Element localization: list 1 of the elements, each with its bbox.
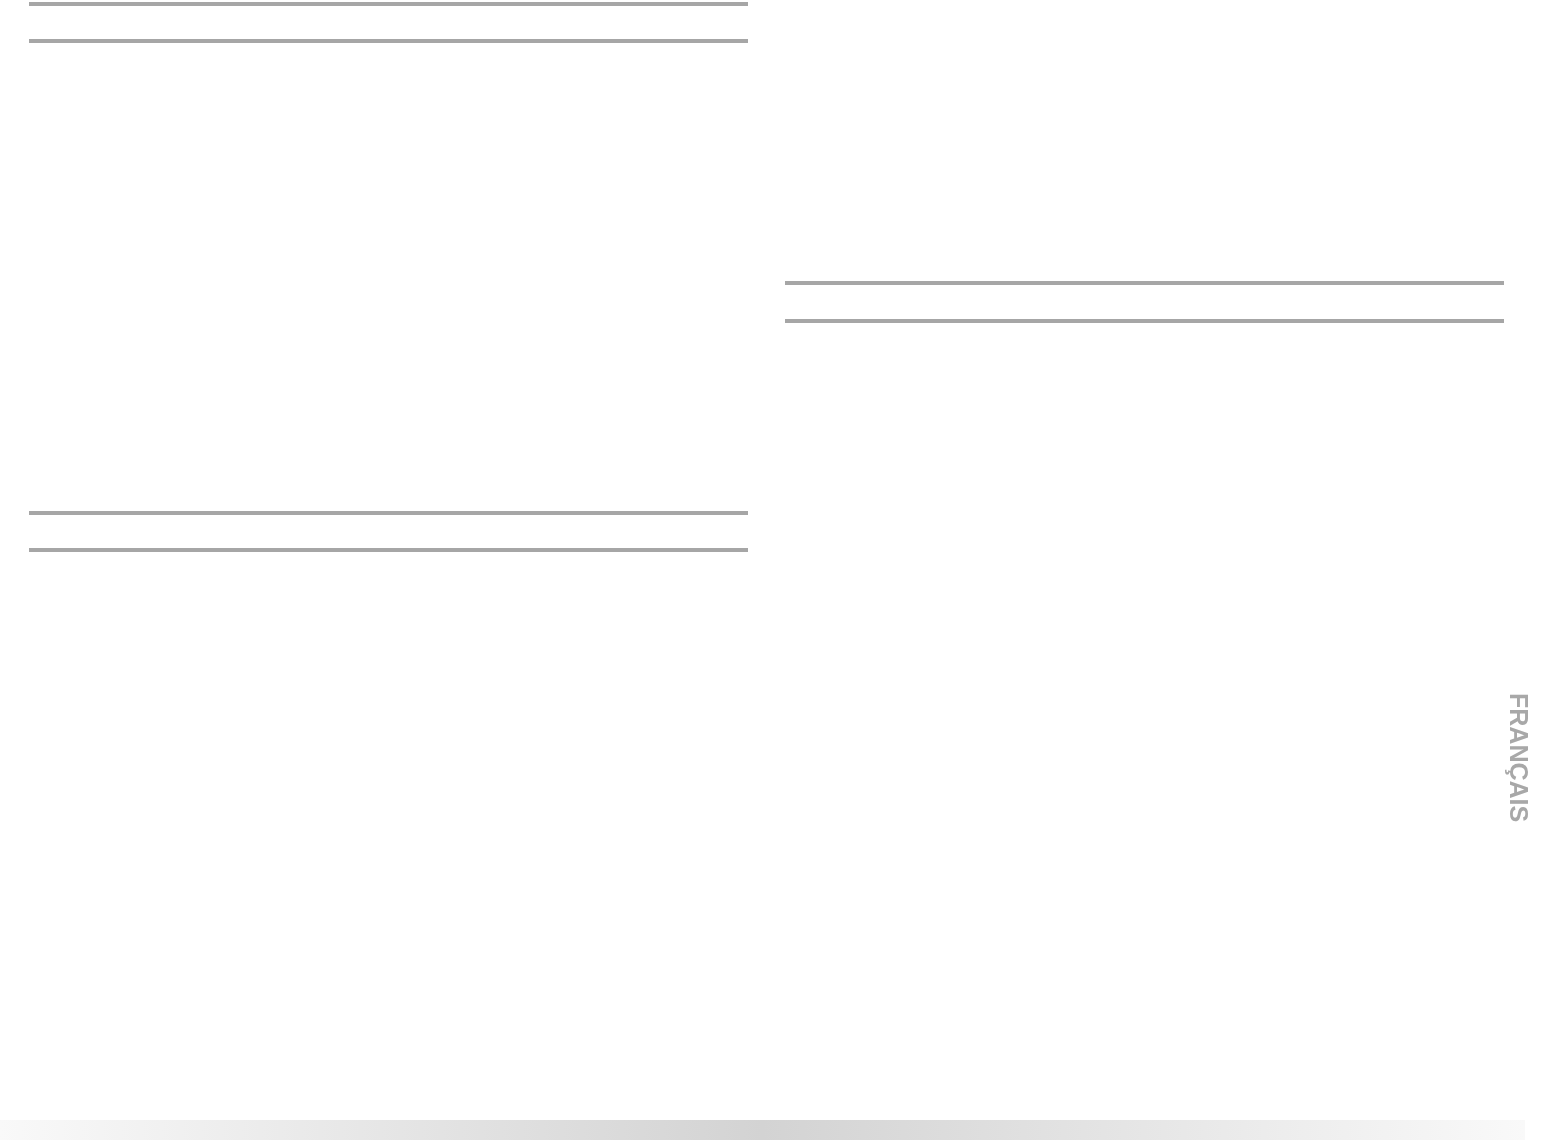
language-tab-label: FRANÇAIS <box>1506 693 1531 823</box>
